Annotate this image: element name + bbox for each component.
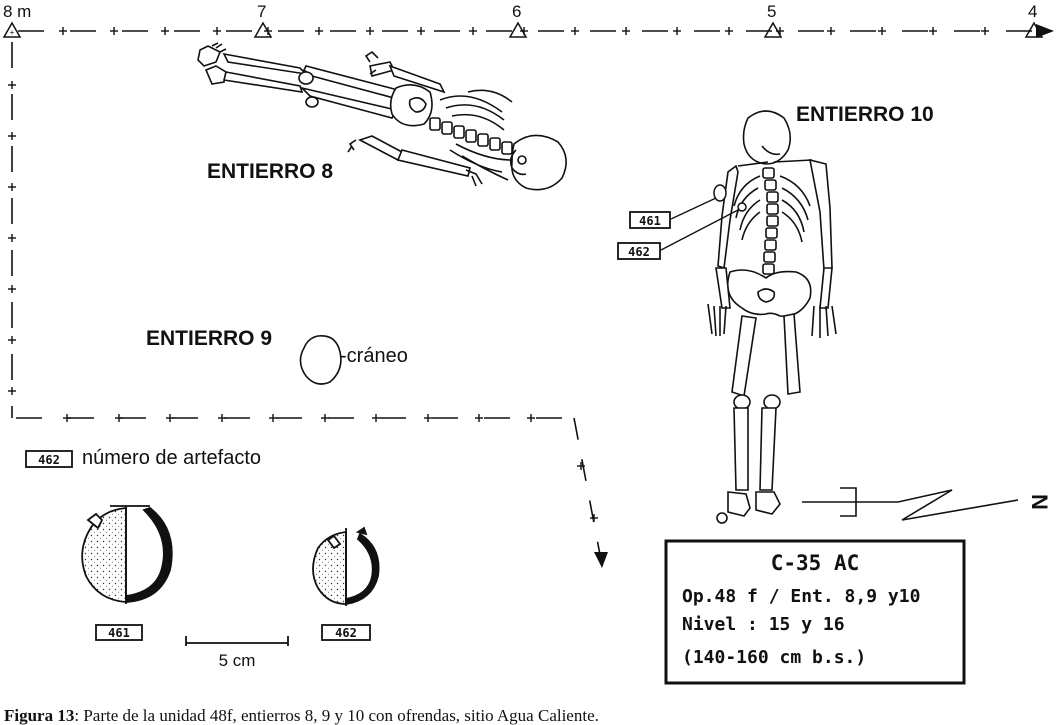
provenance-depth: (140-160 cm b.s.) <box>682 647 866 668</box>
label-entierro-8: ENTIERRO 8 <box>207 160 333 183</box>
grid-cross-mark <box>527 414 535 422</box>
pot-462-tag: 462 <box>321 624 371 641</box>
grid-cross-mark <box>321 414 329 422</box>
artifact-number-legend: 462 número de artefacto <box>25 447 261 469</box>
grid-cross-mark <box>981 27 989 35</box>
stake-marker-5 <box>763 21 783 38</box>
excavation-grid <box>11 30 1038 561</box>
grid-cross-mark <box>8 387 16 395</box>
grid-cross-mark <box>161 27 169 35</box>
grid-cross-mark <box>417 27 425 35</box>
grid-cross-mark <box>571 27 579 35</box>
skull-entierro-9 <box>299 335 342 385</box>
stake-marker-4 <box>1024 21 1044 38</box>
grid-cross-mark <box>166 414 174 422</box>
figure-caption: Figura 13: Parte de la unidad 48f, entie… <box>4 706 1054 725</box>
stake-label-4: 4 <box>1028 2 1037 21</box>
grid-cross-mark <box>213 27 221 35</box>
grid-stake-markers: + <box>2 21 1044 38</box>
grid-cross-mark <box>725 27 733 35</box>
stake-label-7: 7 <box>257 2 266 21</box>
grid-cross-mark <box>469 27 477 35</box>
north-label: N <box>1027 494 1052 510</box>
scale-bar <box>185 636 289 646</box>
legend-tag: 462 <box>38 453 60 467</box>
label-entierro-9: ENTIERRO 9 <box>146 327 272 350</box>
stake-marker-8m: + <box>2 21 22 38</box>
provenance-site: C-35 AC <box>771 551 860 575</box>
figure-label: Figura 13 <box>4 706 75 725</box>
grid-cross-mark <box>8 234 16 242</box>
artifact-462-position <box>737 202 747 212</box>
svg-text:+: + <box>10 28 15 37</box>
grid-cross-mark <box>827 27 835 35</box>
grid-cross-mark <box>577 462 585 470</box>
site-plan-drawing: + 8 m 7 6 5 4 <box>2 2 1054 685</box>
grid-cross-mark <box>115 414 123 422</box>
stake-label-5: 5 <box>767 2 776 21</box>
north-arrow <box>802 487 1019 521</box>
grid-cross-mark <box>366 27 374 35</box>
pot-461-tag: 461 <box>95 624 143 641</box>
provenance-operation: Op.48 f / Ent. 8,9 y10 <box>682 586 920 607</box>
grid-cross-mark <box>8 285 16 293</box>
grid-cross-mark <box>315 27 323 35</box>
spine-entierro-8 <box>429 117 513 155</box>
label-entierro-10: ENTIERRO 10 <box>796 103 934 126</box>
grid-cross-mark <box>8 183 16 191</box>
grid-cross-mark <box>110 27 118 35</box>
stake-marker-6 <box>508 21 528 38</box>
grid-cross-mark <box>218 414 226 422</box>
grid-cross-mark <box>673 27 681 35</box>
provenance-level: Nivel : 15 y 16 <box>682 614 845 635</box>
grid-cross-mark <box>372 414 380 422</box>
pot-461-label: 461 <box>108 626 130 640</box>
grid-cross-mark <box>59 27 67 35</box>
grid-cross-mark <box>8 132 16 140</box>
skeleton-entierro-8 <box>197 42 567 191</box>
legend-text: número de artefacto <box>82 447 261 469</box>
grid-cross-mark <box>63 414 71 422</box>
pot-462-drawing <box>312 526 380 606</box>
scale-label: 5 cm <box>219 651 256 670</box>
grid-arrow-south <box>594 552 608 568</box>
pot-461-drawing <box>81 505 173 604</box>
artifact-461-position <box>713 184 727 202</box>
svg-text:462: 462 <box>628 245 650 259</box>
provenance-box: C-35 AC Op.48 f / Ent. 8,9 y10 Nivel : 1… <box>664 539 966 685</box>
spine-entierro-10 <box>762 167 779 275</box>
grid-cross-mark <box>424 414 432 422</box>
stake-marker-7 <box>253 21 273 38</box>
svg-text:461: 461 <box>639 214 661 228</box>
label-craneo: -cráneo <box>340 345 408 367</box>
grid-cross-mark <box>269 414 277 422</box>
grid-cross-mark <box>929 27 937 35</box>
artifact-tag-462: 462 <box>617 209 739 260</box>
grid-cross-mark <box>590 514 598 522</box>
stake-label-8m: 8 m <box>3 2 31 21</box>
caption-text: : Parte de la unidad 48f, entierros 8, 9… <box>74 706 599 725</box>
stake-label-6: 6 <box>512 2 521 21</box>
pot-462-label: 462 <box>335 626 357 640</box>
skeleton-entierro-10 <box>707 110 837 524</box>
grid-cross-mark <box>622 27 630 35</box>
artifact-tag-461: 461 <box>629 197 717 229</box>
grid-cross-mark <box>8 81 16 89</box>
grid-cross-mark <box>475 414 483 422</box>
stake-labels: 8 m 7 6 5 4 <box>3 2 1037 21</box>
grid-cross-mark <box>8 336 16 344</box>
grid-cross-mark <box>878 27 886 35</box>
